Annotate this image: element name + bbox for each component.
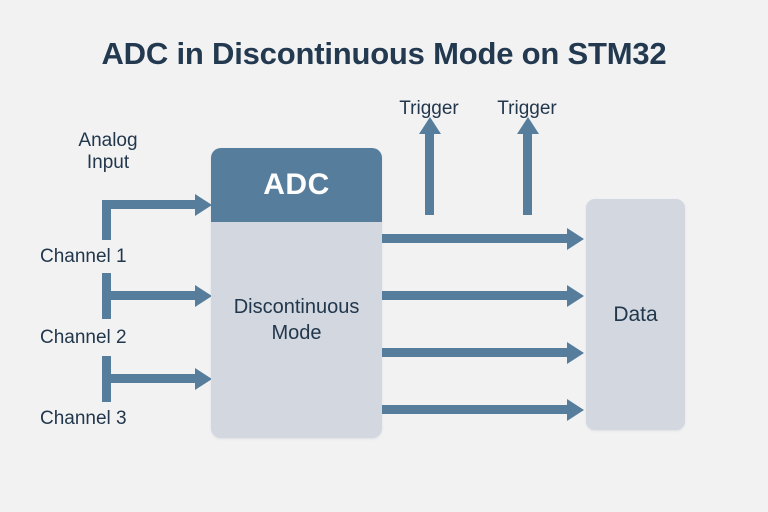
adc-to-data-arrow-2 [382,291,568,300]
analog-input-riser [102,200,111,240]
adc-block-body-label: Discontinuous Mode [233,296,360,344]
adc-trigger-1-arrow [425,133,434,215]
channel-3-to-adc-arrow [102,374,196,383]
data-block[interactable]: Data [586,199,685,430]
adc-block-header: ADC [211,148,382,222]
adc-block-header-label: ADC [263,168,330,201]
channel-2-to-adc-arrow [102,291,196,300]
adc-to-data-arrow-3 [382,348,568,357]
adc-trigger-2-arrow [523,133,532,215]
channel-2-label: Channel 2 [40,327,127,348]
analog-input-label: Analog Input [78,130,138,174]
channel-1-label: Channel 1 [40,246,127,267]
analog-input-to-adc-arrow [102,200,196,209]
adc-to-data-arrow-4 [382,405,568,414]
adc-to-data-arrow-1 [382,234,568,243]
channel-3-label: Channel 3 [40,408,127,429]
data-block-label: Data [613,302,658,326]
trigger-1-label: Trigger [399,98,459,119]
page-title: ADC in Discontinuous Mode on STM32 [101,36,667,71]
adc-block[interactable]: ADC Discontinuous Mode [211,148,382,438]
trigger-2-label: Trigger [497,98,557,119]
